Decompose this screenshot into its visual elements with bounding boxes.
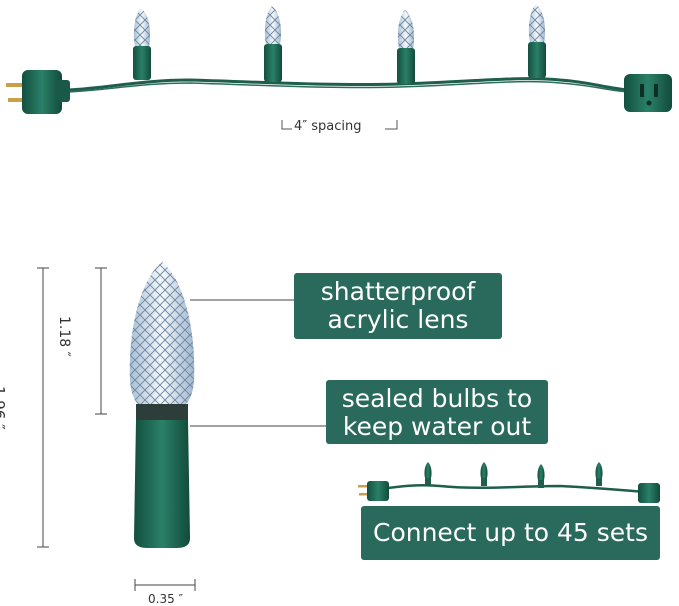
seal-callout-line-1: sealed bulbs to: [341, 384, 533, 413]
mini-bulb-icon: [133, 8, 151, 80]
large-bulb: [129, 262, 195, 548]
lens-height-label: 1.18 ″: [56, 316, 72, 357]
seal-callout-line-2: keep water out: [342, 412, 532, 441]
spacing-label: 4″ spacing: [294, 119, 362, 134]
spacing-bracket: [281, 120, 398, 130]
lens-callout-line-1: shatterproof: [320, 277, 476, 306]
lens-callout-line-2: acrylic lens: [327, 305, 469, 334]
top-light-string: [6, 4, 672, 114]
connect-callout: Connect up to 45 sets: [361, 506, 660, 560]
sealed-base-icon: [134, 420, 190, 548]
mini-bulb-icon: [264, 6, 282, 82]
small-light-string: [358, 462, 660, 503]
mini-bulb-icon: [537, 464, 545, 488]
mini-bulb-icon: [595, 462, 603, 486]
male-plug-icon: [358, 481, 389, 501]
dimension-lines: [37, 267, 196, 591]
female-plug-icon: [638, 483, 660, 503]
lens-callout: shatterproof acrylic lens: [294, 273, 502, 339]
mini-bulb-icon: [424, 462, 432, 486]
mini-bulb-icon: [528, 4, 546, 78]
mini-bulb-icon: [480, 462, 488, 486]
total-height-label: 1.96 ″: [0, 386, 8, 430]
base-width-label: 0.35 ″: [148, 592, 184, 606]
female-plug-icon: [624, 74, 672, 112]
seal-callout: sealed bulbs to keep water out: [326, 380, 548, 444]
top-wire: [67, 77, 629, 92]
male-plug-icon: [6, 70, 70, 114]
mini-bulb-icon: [397, 10, 415, 84]
